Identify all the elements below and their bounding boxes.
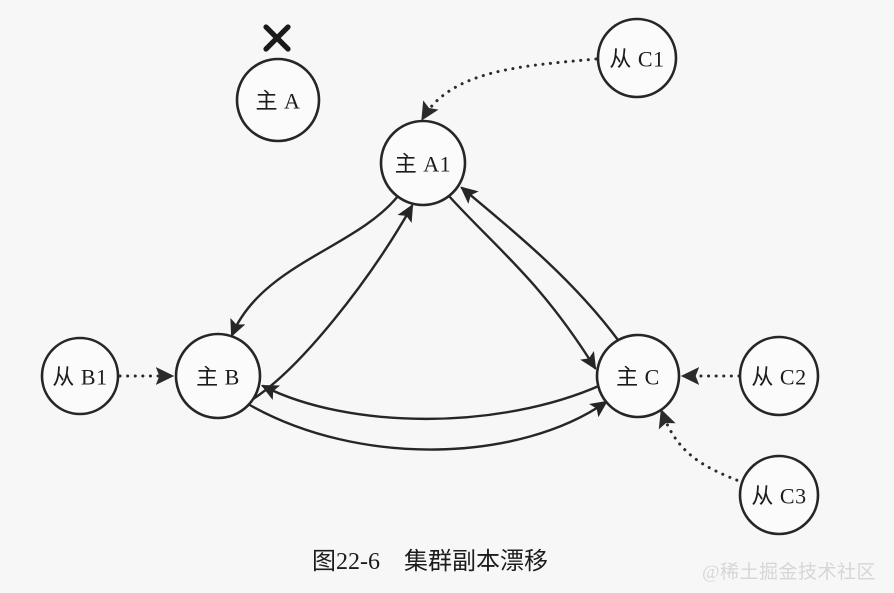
nodes-layer: 主 A 主 A1 主 B 主 C 从 B1 从 C1 从 C2 从 C3 xyxy=(40,17,820,536)
cross-icon-stroke-2 xyxy=(263,24,291,52)
failure-marker-layer xyxy=(263,24,291,52)
edge-c-to-b xyxy=(260,383,603,421)
node-label-master-a: 主 A xyxy=(256,89,301,114)
node-label-master-b: 主 B xyxy=(196,365,240,390)
node-label-master-a1: 主 A1 xyxy=(395,152,451,177)
cross-icon xyxy=(263,24,291,52)
node-circle-slave-c2 xyxy=(738,335,820,417)
edge-c-to-a1 xyxy=(460,186,620,342)
edges-layer xyxy=(118,57,746,485)
edge-a1-to-b xyxy=(230,194,400,338)
edge-b-to-a1 xyxy=(248,204,414,403)
node-master-a[interactable]: 主 A xyxy=(235,57,321,143)
watermark: @稀土掘金技术社区 xyxy=(702,561,876,583)
edge-c1-to-a1 xyxy=(421,57,598,121)
node-slave-c1[interactable]: 从 C1 xyxy=(596,17,678,99)
node-circle-master-b xyxy=(174,332,262,420)
edge-a1-to-c xyxy=(446,193,597,370)
node-slave-c2[interactable]: 从 C2 xyxy=(738,335,820,417)
node-label-master-c: 主 C xyxy=(616,365,660,390)
node-circle-master-c xyxy=(595,333,681,419)
edge-b-to-c xyxy=(246,400,608,451)
edge-c3-to-c xyxy=(658,408,746,485)
node-label-slave-c1: 从 C1 xyxy=(609,47,664,72)
node-circle-slave-b1 xyxy=(40,336,120,416)
node-master-c[interactable]: 主 C xyxy=(595,333,681,419)
node-circle-master-a xyxy=(235,57,321,143)
node-master-b[interactable]: 主 B xyxy=(174,332,262,420)
node-slave-b1[interactable]: 从 B1 xyxy=(40,336,120,416)
node-circle-slave-c1 xyxy=(596,17,678,99)
node-label-slave-c3: 从 C3 xyxy=(751,484,806,509)
node-slave-c3[interactable]: 从 C3 xyxy=(738,454,820,536)
node-label-slave-c2: 从 C2 xyxy=(751,365,806,390)
node-master-a1[interactable]: 主 A1 xyxy=(379,119,467,207)
node-label-slave-b1: 从 B1 xyxy=(52,365,107,390)
figure-caption: 图22-6 集群副本漂移 xyxy=(312,548,548,575)
node-circle-master-a1 xyxy=(379,119,467,207)
node-circle-slave-c3 xyxy=(738,454,820,536)
